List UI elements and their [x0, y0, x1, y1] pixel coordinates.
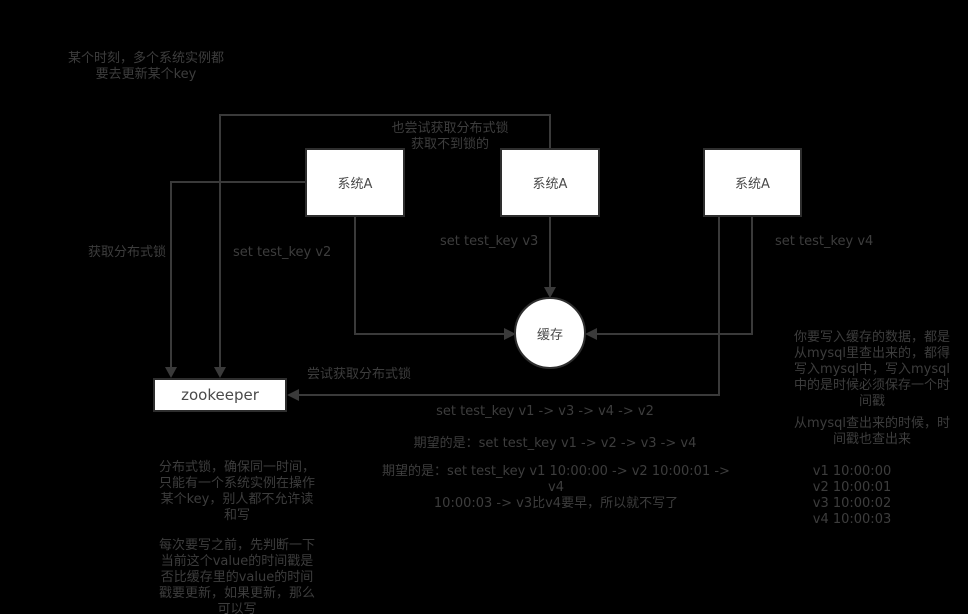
- edge-label-try-lock: 尝试获取分布式锁: [307, 367, 412, 382]
- cache-label: 缓存: [536, 327, 563, 343]
- edge-label-set-v4: set test_key v4: [775, 234, 874, 249]
- note-actual-order: set test_key v1 -> v3 -> v4 -> v2: [436, 404, 654, 419]
- arrowhead-sys3-zookeeper: [287, 389, 299, 401]
- note-version-timestamps: v1 10:00:00 v2 10:00:01 v3 10:00:02 v4 1…: [812, 464, 892, 527]
- edge-label-also-try-lock: 也尝试获取分布式锁 获取不到锁的: [391, 121, 509, 152]
- edge-sys3-zookeeper-vertical-line: [718, 217, 720, 395]
- edge-sys3-cache-horizontal-line: [597, 333, 753, 335]
- system-a-1-label: 系统A: [337, 177, 373, 192]
- edge-label-acquire-lock: 获取分布式锁: [88, 245, 167, 260]
- top-note: 某个时刻，多个系统实例都 要去更新某个key: [67, 51, 224, 82]
- edge-sys2-cache-vertical-line: [549, 217, 551, 287]
- note-write-check: 每次要写之前，先判断一下 当前这个value的时间戳是 否比缓存里的value的…: [158, 538, 315, 614]
- note-expected-order: 期望的是：set test_key v1 -> v2 -> v3 -> v4: [413, 436, 697, 451]
- edge-sys2-zookeeper-vertical-line: [219, 114, 221, 367]
- cache-node: 缓存: [514, 297, 586, 369]
- edge-sys3-cache-vertical-line: [751, 217, 753, 335]
- edge-sys2-zookeeper-drop-line: [549, 114, 551, 148]
- system-a-3-label: 系统A: [735, 177, 770, 192]
- system-a-2-label: 系统A: [532, 177, 568, 192]
- arrowhead-sys2-cache: [544, 287, 556, 298]
- system-a-1-node: 系统A: [305, 148, 405, 217]
- edge-sys1-zookeeper-vertical-line: [170, 181, 172, 367]
- note-right-mysql-read: 从mysql查出来的时候，时 间戳也查出来: [794, 416, 950, 447]
- note-expected-with-timestamps: 期望的是：set test_key v1 10:00:00 -> v2 10:0…: [382, 464, 730, 511]
- edge-label-set-v3: set test_key v3: [440, 234, 539, 249]
- edge-sys1-cache-vertical-line: [354, 217, 356, 334]
- edge-sys1-cache-horizontal-line: [354, 333, 504, 335]
- system-a-2-node: 系统A: [500, 148, 600, 217]
- edge-label-set-v2: set test_key v2: [233, 245, 332, 260]
- system-a-3-node: 系统A: [703, 148, 802, 217]
- arrowhead-sys3-cache: [585, 328, 597, 340]
- note-right-mysql-write: 你要写入缓存的数据，都是 从mysql里查出来的，都得 写入mysql中，写入m…: [793, 330, 950, 409]
- edge-sys3-zookeeper-horizontal-line: [298, 394, 720, 396]
- note-distributed-lock: 分布式锁，确保同一时间， 只能有一个系统实例在操作 某个key，别人都不允许读 …: [158, 460, 315, 523]
- arrowhead-sys1-cache: [504, 328, 516, 340]
- arrowhead-sys2-zookeeper: [214, 367, 226, 378]
- edge-sys1-zookeeper-horizontal-line: [170, 181, 306, 183]
- zookeeper-label: zookeeper: [181, 386, 259, 404]
- edge-sys2-zookeeper-top-line: [219, 114, 551, 116]
- zookeeper-node: zookeeper: [153, 378, 287, 412]
- arrowhead-sys1-zookeeper: [165, 367, 177, 378]
